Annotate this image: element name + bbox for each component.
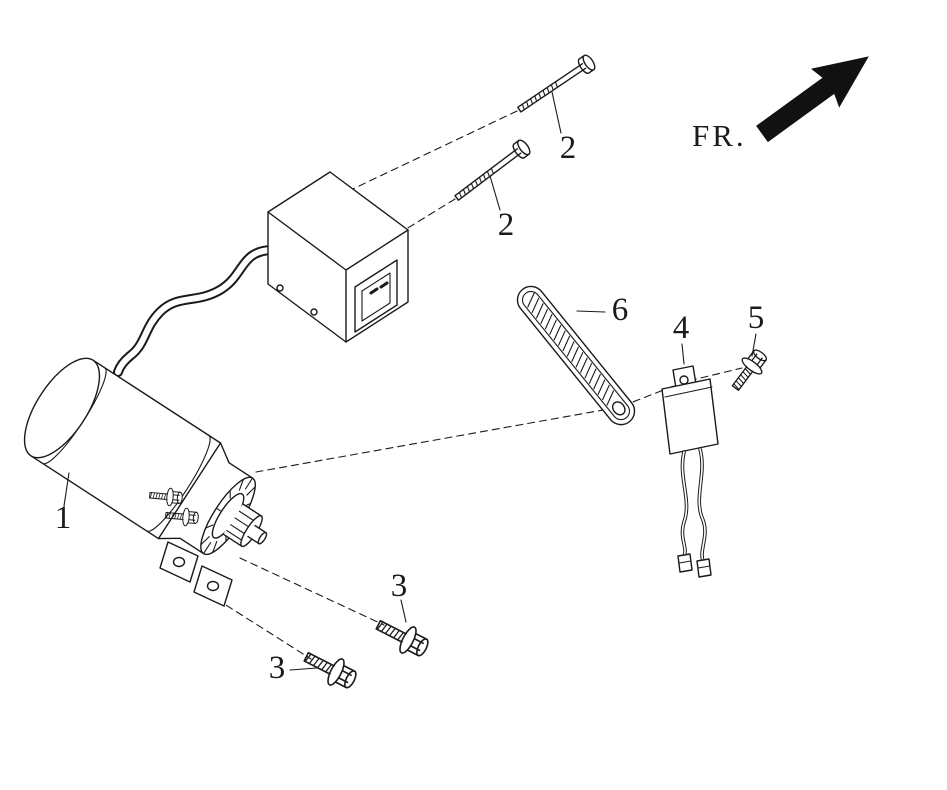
fr-direction-arrow bbox=[756, 56, 869, 143]
connector-box bbox=[267, 171, 409, 343]
assembly-dashed-lines bbox=[195, 110, 743, 660]
part-label-2-lower: 2 bbox=[498, 207, 515, 243]
wire-connector bbox=[696, 558, 712, 578]
part-label-3-right: 3 bbox=[391, 568, 408, 604]
mounting-bracket bbox=[159, 541, 233, 607]
mounting-strap bbox=[516, 285, 636, 426]
starter-relay bbox=[661, 365, 719, 578]
box-screw-icon bbox=[310, 308, 318, 316]
part-label-2-upper: 2 bbox=[560, 130, 577, 166]
output-shaft bbox=[257, 531, 268, 545]
box-screw-icon bbox=[276, 284, 284, 292]
relay-wires bbox=[677, 447, 712, 578]
starter-motor bbox=[23, 357, 268, 607]
fr-label: FR. bbox=[692, 118, 747, 153]
relay-body bbox=[661, 378, 719, 455]
part-label-1: 1 bbox=[55, 500, 72, 536]
wire-connector bbox=[677, 553, 693, 573]
pinion-gear bbox=[223, 504, 262, 547]
relay-bolt bbox=[725, 344, 773, 396]
mounting-bolt-lower bbox=[450, 137, 533, 206]
strap-eyelet bbox=[611, 401, 626, 416]
power-cable bbox=[113, 245, 275, 377]
part-label-4: 4 bbox=[673, 310, 690, 346]
part-label-5: 5 bbox=[748, 300, 765, 336]
flange-bolt-right bbox=[370, 611, 434, 663]
part-label-6: 6 bbox=[612, 292, 629, 328]
label-leader-lines bbox=[63, 91, 757, 671]
part-label-3-left: 3 bbox=[269, 650, 286, 686]
arrow-icon bbox=[756, 56, 869, 143]
